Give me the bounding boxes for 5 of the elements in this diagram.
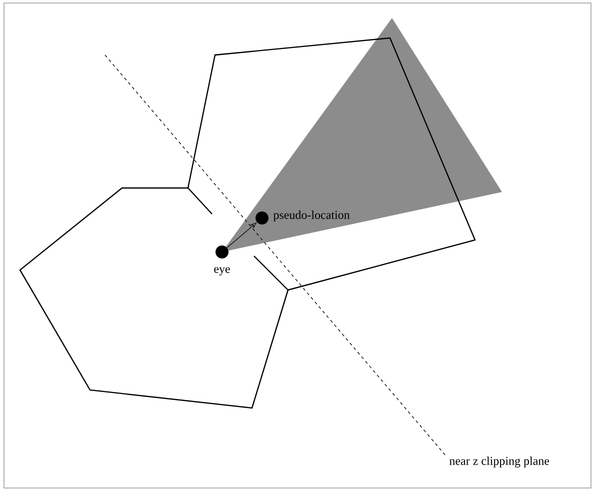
dot-label: pseudo-location: [273, 210, 350, 222]
dot-label: eye: [214, 267, 230, 276]
dot: [256, 211, 268, 224]
dot: [216, 246, 228, 258]
plane-label: near z clipping plane: [449, 456, 550, 468]
